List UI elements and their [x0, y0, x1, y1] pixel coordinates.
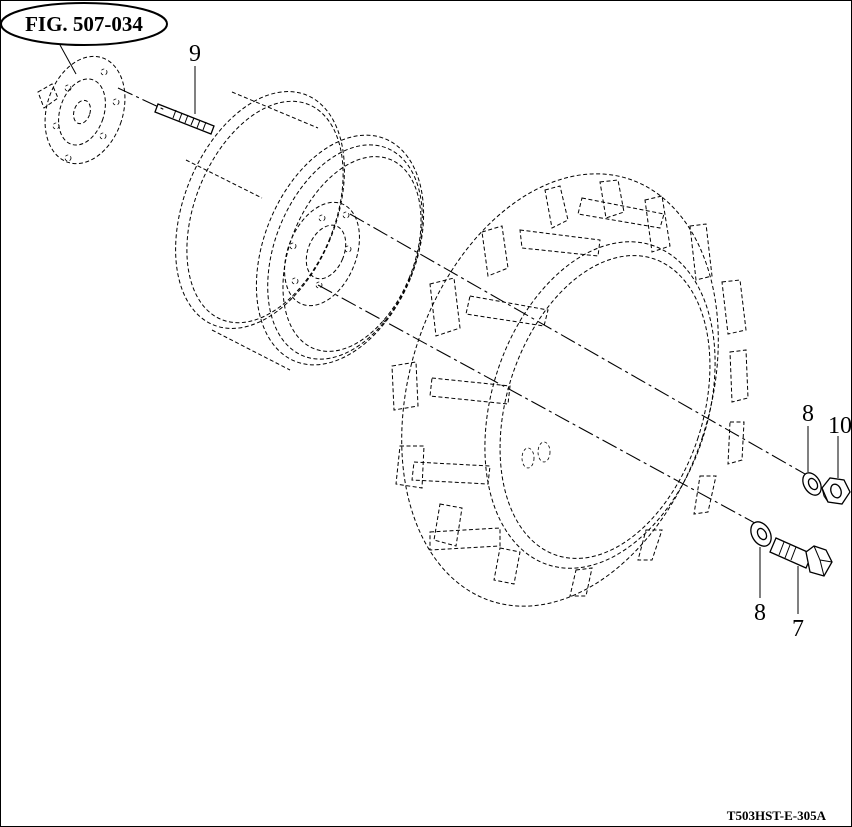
- washer-icon: [802, 472, 822, 496]
- stud-bolt-icon: [154, 103, 215, 135]
- wheel-rim-icon: [175, 91, 425, 371]
- upper-bolt-centerline: [349, 213, 813, 479]
- lower-bolt-centerline: [317, 284, 765, 529]
- callout-9[interactable]: 9: [189, 41, 201, 67]
- callout-8-upper[interactable]: 8: [802, 401, 814, 427]
- figure-reference-badge[interactable]: FIG. 507-034: [0, 2, 168, 46]
- callout-8-lower[interactable]: 8: [754, 600, 766, 626]
- hub-to-stud-centerline: [117, 87, 166, 111]
- hex-bolt-icon: [769, 537, 833, 577]
- drawing-code: T503HST-E-305A: [727, 808, 827, 823]
- hex-nut-icon: [821, 477, 851, 505]
- wheel-hub-icon: [37, 55, 126, 165]
- callout-10[interactable]: 10: [828, 413, 852, 439]
- callout-7[interactable]: 7: [792, 616, 804, 642]
- figure-reference-leader: [59, 44, 77, 75]
- washer-icon: [750, 521, 772, 547]
- lug-tire-icon: [391, 173, 749, 607]
- figure-reference-label: FIG. 507-034: [25, 12, 143, 36]
